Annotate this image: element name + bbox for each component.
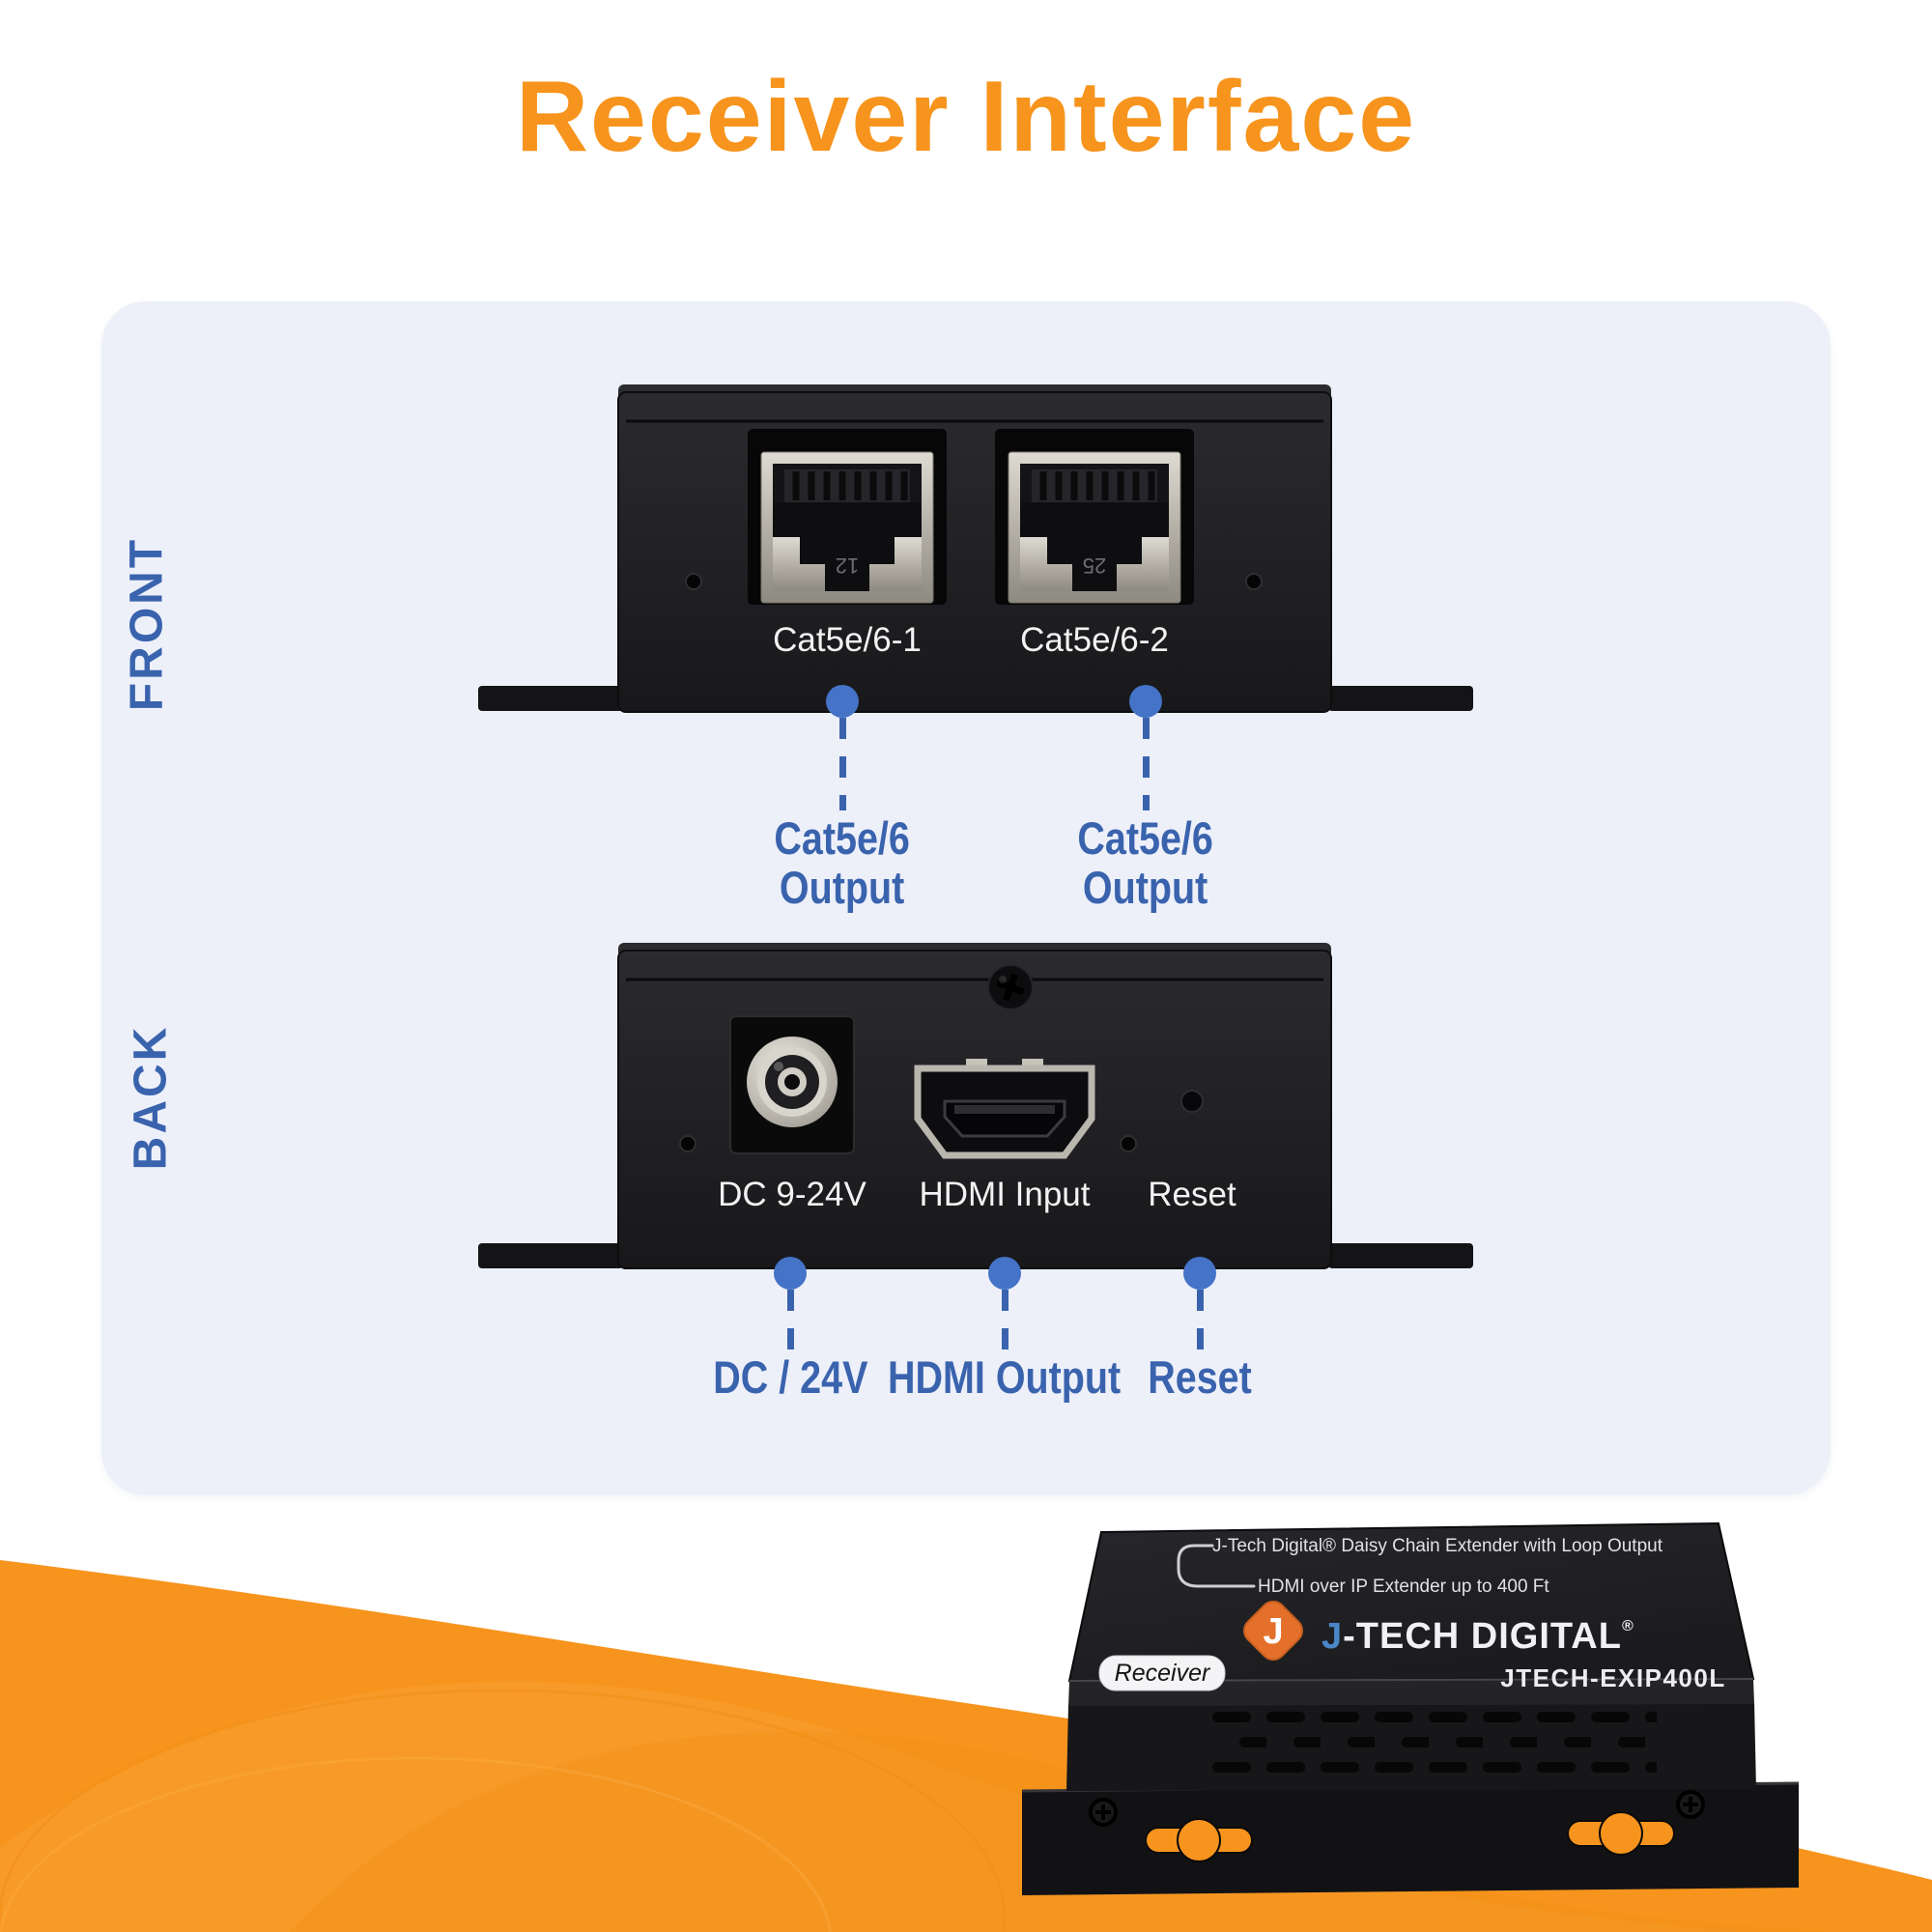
port2-label: Cat5e/6-2 [1020,621,1169,659]
model-number: JTECH-EXIP400L [1500,1663,1725,1692]
page-title: Receiver Interface [515,61,1417,173]
reset-hole [1180,1090,1204,1113]
dc-power-jack [729,1015,855,1154]
callout-line1: Cat5e/6 [774,812,911,864]
callout-dash [838,718,846,810]
logo-letter: J [1263,1611,1283,1652]
hdmi-label: HDMI Input [920,1176,1091,1213]
product-top-line2: HDMI over IP Extender up to 400 Ft [1258,1577,1549,1597]
callout-dash [1142,718,1150,810]
callout-line2: Output [1083,861,1208,913]
port2-molded-tag: 25 [1083,554,1106,578]
mounting-flange [1021,1781,1800,1895]
front-device-image: 12 25 Cat5e/6-1 Cat5e/6-2 [478,384,1473,713]
callout-dot [1183,1257,1216,1290]
callout-line1: HDMI Output [888,1351,1122,1403]
back-mounting-foot-right [1328,1243,1473,1268]
front-device-body [617,391,1332,713]
front-led-hole-right [1245,573,1263,590]
callout-dot [826,685,859,718]
vent-grille [1212,1710,1657,1776]
callout-dot [774,1257,807,1290]
callout-dot [1129,685,1162,718]
receiver-badge: Receiver [1098,1655,1226,1691]
hdmi-port [914,1059,1095,1159]
front-side-label: FRONT [121,536,173,712]
callout-dash [786,1290,794,1350]
callout-dash [1001,1290,1009,1350]
callout-cat5e-output-1: Cat5e/6 Output [707,685,978,913]
callout-line1: DC / 24V [712,1351,868,1403]
callout-line2: Output [780,861,905,913]
front-mounting-foot-right [1328,686,1473,711]
jtech-logo-icon: J [1243,1601,1303,1661]
port1-molded-tag: 12 [836,554,859,578]
bracket-glyph [1177,1544,1256,1588]
reset-label: Reset [1148,1176,1236,1213]
callout-dc-24v: DC / 24V [655,1257,925,1403]
back-led-hole-right [1120,1135,1137,1152]
brand-wordmark: J-TECH DIGITAL® [1321,1616,1634,1657]
front-mounting-foot-left [478,686,623,711]
rj45-port-1: 12 [748,429,947,605]
keyhole-slot-left [1145,1818,1253,1862]
back-side-label: BACK [125,1024,177,1171]
callout-hdmi-output: HDMI Output [869,1257,1140,1403]
back-mounting-foot-left [478,1243,623,1268]
rj45-port-2: 25 [995,429,1194,605]
brand-j: J [1321,1616,1343,1657]
product-top-line1: J-Tech Digital® Daisy Chain Extender wit… [1212,1536,1663,1556]
keyhole-slot-right [1567,1811,1675,1856]
port1-label: Cat5e/6-1 [773,621,922,659]
dc-label: DC 9-24V [718,1176,867,1213]
callout-line1: Reset [1148,1351,1252,1403]
callout-line1: Cat5e/6 [1077,812,1214,864]
callout-cat5e-output-2: Cat5e/6 Output [1010,685,1281,913]
callout-dot [988,1257,1021,1290]
product-front-face [1066,1702,1756,1791]
flange-screw-right [1676,1790,1705,1819]
brand-rest: -TECH DIGITAL [1343,1616,1622,1657]
front-led-hole-left [685,573,702,590]
back-device-image: DC 9-24V HDMI Input Reset [478,943,1473,1269]
callout-reset: Reset [1065,1257,1335,1403]
panel-screw [987,964,1034,1010]
back-led-hole-left [679,1135,696,1152]
product-photo: J-Tech Digital® Daisy Chain Extender wit… [1021,1521,1800,1895]
flange-screw-left [1089,1798,1118,1827]
receiver-badge-text: Receiver [1115,1660,1211,1687]
callout-dash [1196,1290,1204,1350]
brand-reg: ® [1622,1618,1634,1634]
